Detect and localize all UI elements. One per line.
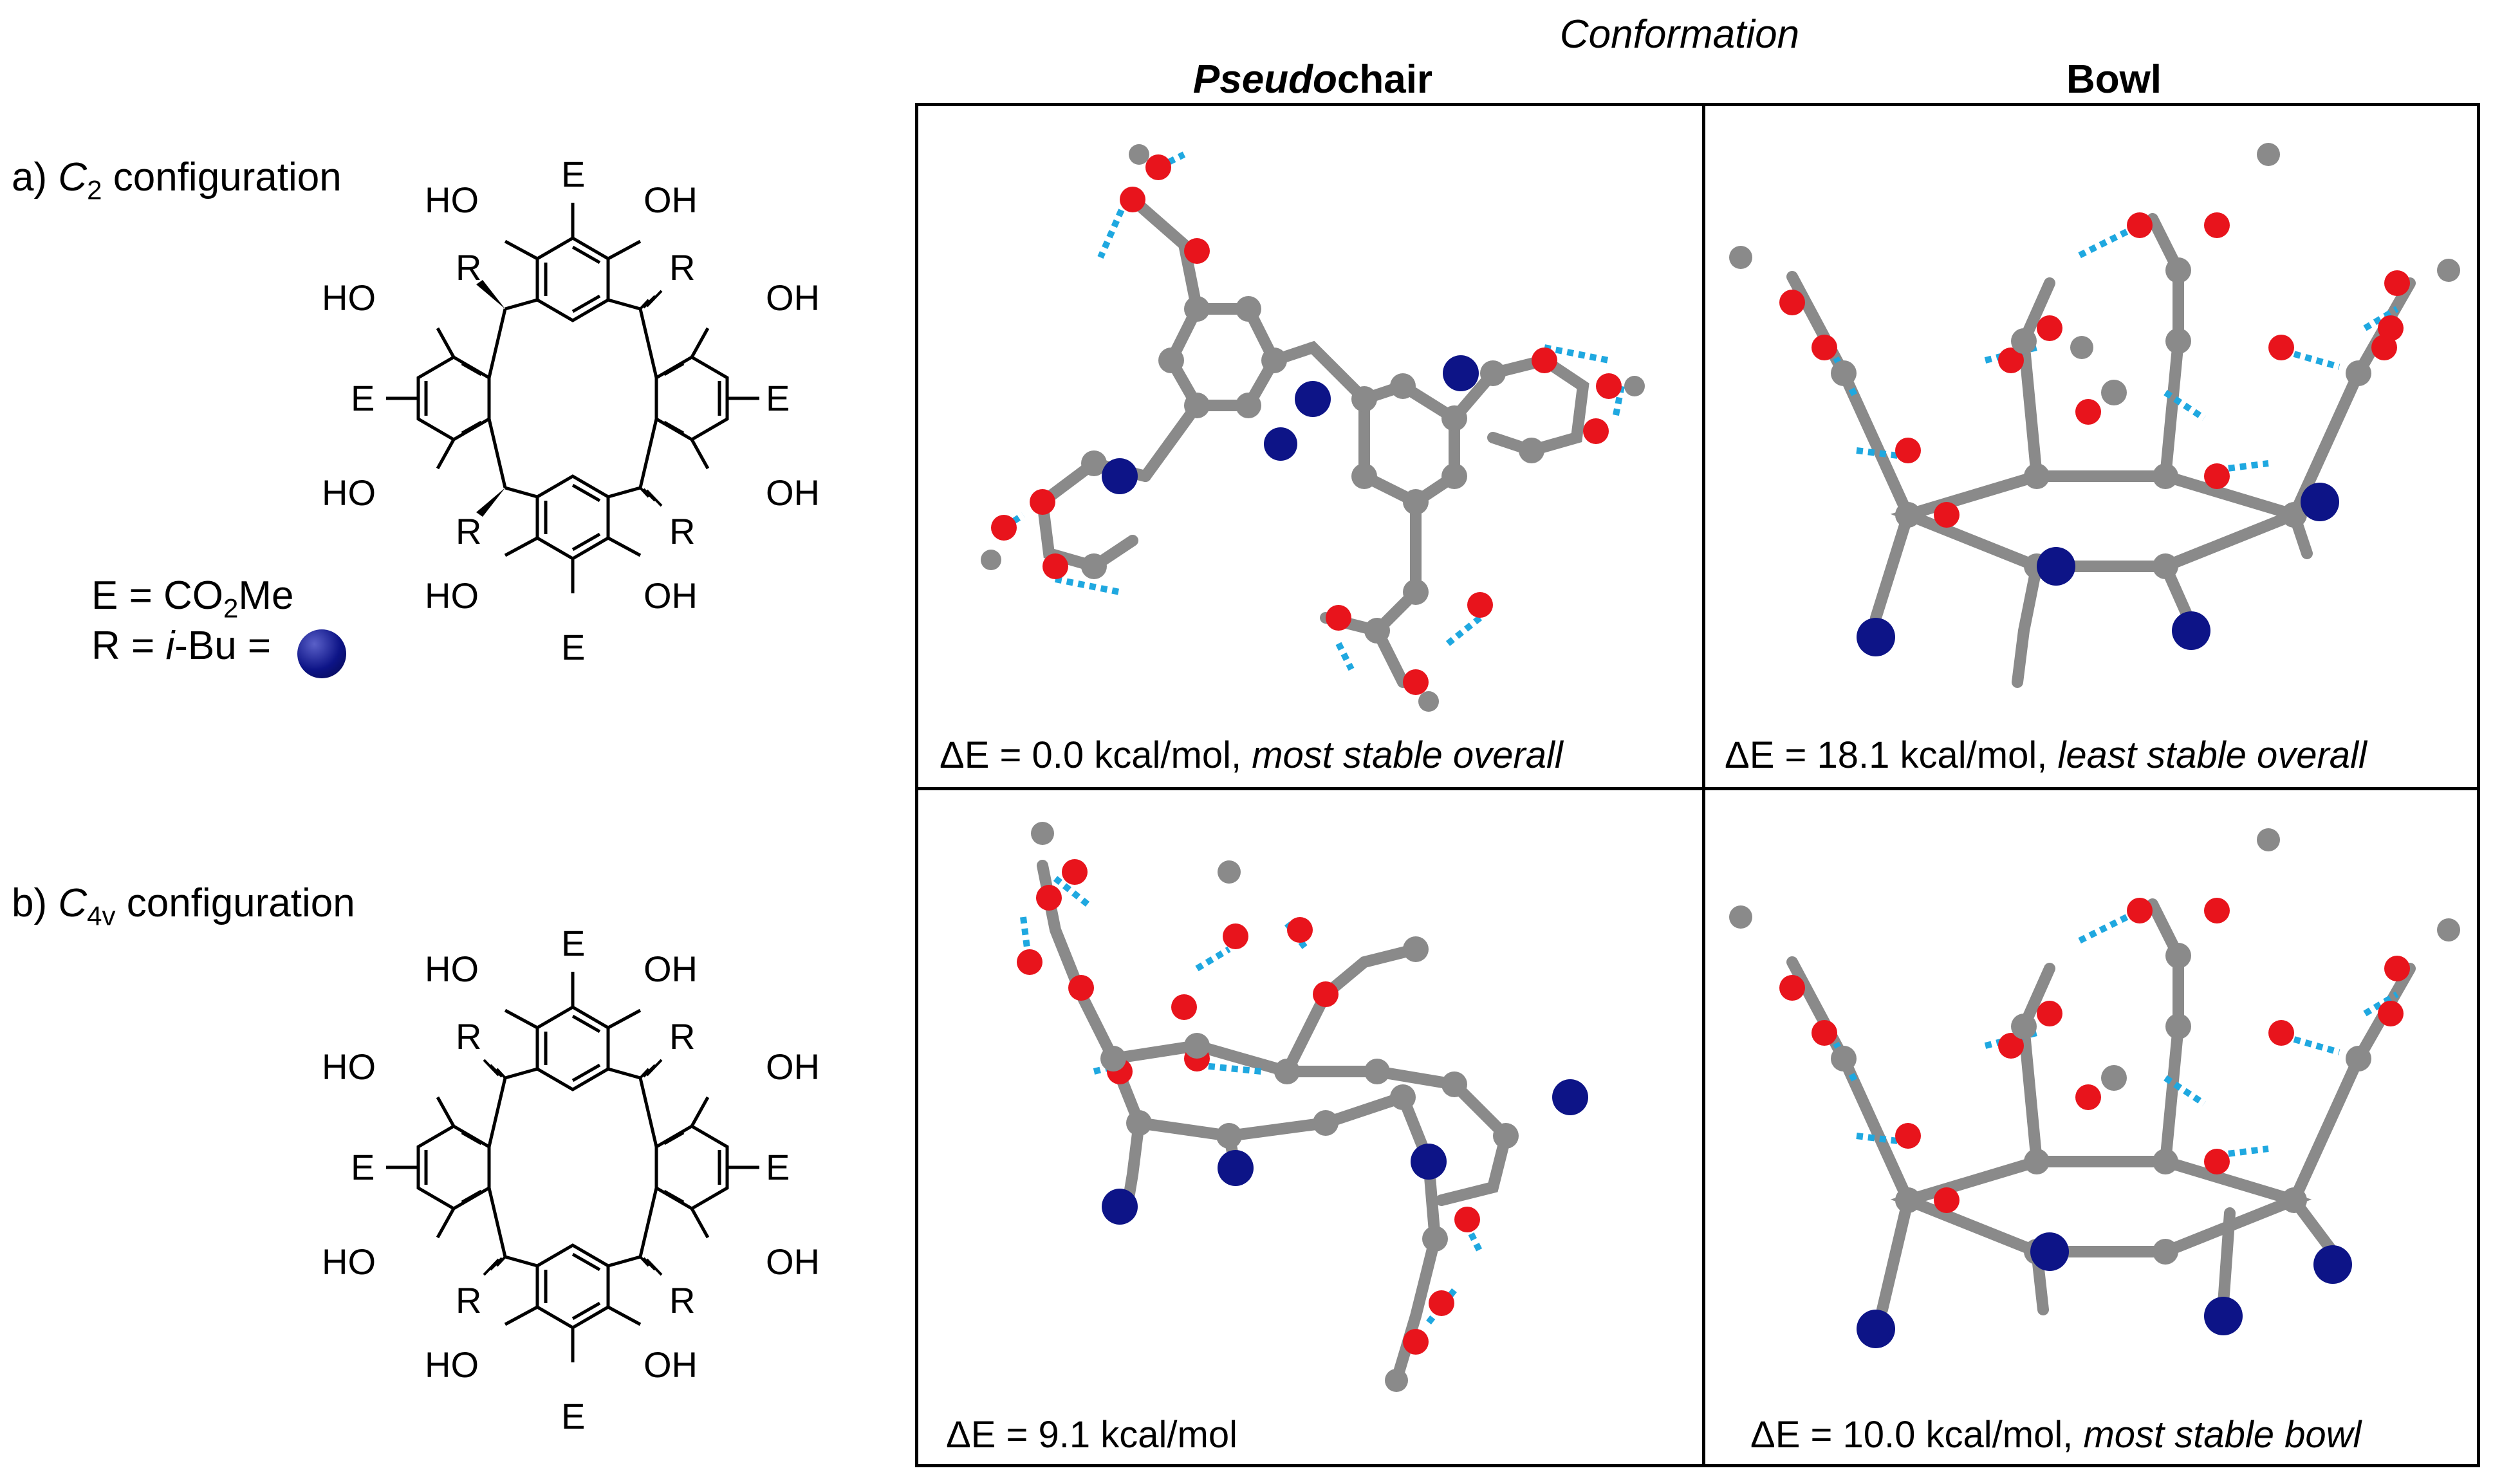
svg-text:R: R xyxy=(669,1280,695,1321)
column-header-bowl: Bowl xyxy=(2066,57,2162,102)
svg-text:HO: HO xyxy=(425,575,479,616)
pseudochair-italic-part: Pseudo xyxy=(1192,57,1337,102)
svg-text:E: E xyxy=(351,378,375,418)
structure-c4v: E HO OH R R HO OH E E HO OH R R HO OH E xyxy=(322,923,820,1436)
model-b-pseudochair xyxy=(1017,822,1588,1392)
svg-text:HO: HO xyxy=(425,1344,479,1385)
table-divider-vertical xyxy=(1702,103,1705,1467)
legend-ester: E = CO2Me xyxy=(91,573,294,624)
svg-text:HO: HO xyxy=(322,1046,376,1087)
svg-text:R: R xyxy=(456,1016,481,1057)
e-label: E xyxy=(561,154,585,194)
svg-text:OH: OH xyxy=(644,180,698,220)
model-b-bowl xyxy=(1729,828,2460,1348)
conformation-table xyxy=(915,103,2480,1467)
svg-text:OH: OH xyxy=(766,472,820,513)
svg-text:HO: HO xyxy=(425,949,479,989)
model-a-pseudochair xyxy=(981,144,1645,712)
svg-text:E: E xyxy=(561,923,585,963)
svg-text:HO: HO xyxy=(322,277,376,318)
svg-text:R: R xyxy=(669,247,695,288)
column-group-header: Conformation xyxy=(1559,12,1800,57)
svg-text:OH: OH xyxy=(766,277,820,318)
row-label-b: b) C4v configuration xyxy=(12,881,355,931)
svg-text:HO: HO xyxy=(322,472,376,513)
caption-a-pseudochair: ΔE = 0.0 kcal/mol, most stable overall xyxy=(940,734,1563,776)
isobutyl-sphere-icon xyxy=(297,629,346,678)
svg-text:R: R xyxy=(669,1016,695,1057)
svg-text:R: R xyxy=(456,511,481,552)
svg-text:E: E xyxy=(561,1396,585,1436)
svg-text:HO: HO xyxy=(322,1241,376,1282)
svg-text:E: E xyxy=(766,1147,790,1187)
svg-text:OH: OH xyxy=(644,575,698,616)
svg-text:OH: OH xyxy=(766,1241,820,1282)
structure-c2: E HO OH R R HO OH E E HO OH R R HO OH E xyxy=(322,154,820,667)
svg-text:E: E xyxy=(561,627,585,667)
svg-text:OH: OH xyxy=(644,1344,698,1385)
svg-text:E: E xyxy=(351,1147,375,1187)
caption-a-bowl: ΔE = 18.1 kcal/mol, least stable overall xyxy=(1725,734,2367,776)
column-header-pseudochair: Pseudochair xyxy=(1133,57,1493,102)
svg-text:R: R xyxy=(669,511,695,552)
caption-b-bowl: ΔE = 10.0 kcal/mol, most stable bowl xyxy=(1750,1414,2362,1456)
table-divider-horizontal xyxy=(915,787,2480,790)
svg-text:R: R xyxy=(456,1280,481,1321)
svg-text:OH: OH xyxy=(766,1046,820,1087)
svg-text:R: R xyxy=(456,247,481,288)
caption-b-pseudochair: ΔE = 9.1 kcal/mol xyxy=(946,1414,1237,1456)
pseudochair-rest-part: chair xyxy=(1337,57,1433,102)
svg-text:OH: OH xyxy=(644,949,698,989)
svg-text:HO: HO xyxy=(425,180,479,220)
model-a-bowl xyxy=(1729,143,2460,688)
row-label-a: a) C2 configuration xyxy=(12,155,342,205)
legend-isobutyl: R = i-Bu = xyxy=(91,624,272,668)
svg-text:E: E xyxy=(766,378,790,418)
